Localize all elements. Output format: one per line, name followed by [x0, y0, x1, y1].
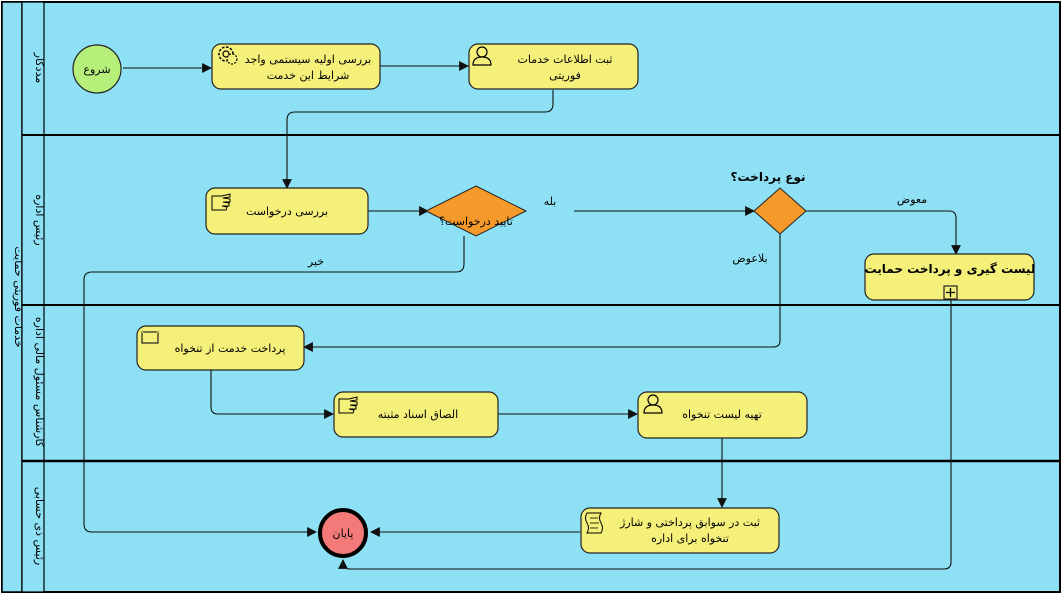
task-record-payment-history[interactable]: ثبت در سوابق پرداختی و شارژ تنخواه برای …: [580, 507, 780, 554]
task-record-payment-history-line1: ثبت در سوابق پرداختی و شارژ: [619, 516, 760, 530]
flow-label-yes: بله: [544, 195, 557, 208]
end-event[interactable]: پایان: [318, 508, 368, 558]
task-pay-from-petty-cash-label: پرداخت خدمت از تنخواه: [175, 342, 286, 355]
start-event-label: شروع: [83, 63, 110, 76]
task-register-info-line1: ثبت اطلاعات خدمات: [518, 53, 613, 66]
lane-label-4: رئیس ذی حسابی: [33, 487, 46, 565]
user-icon: [472, 46, 492, 66]
flow-label-paid: معوض: [897, 193, 927, 206]
task-initial-check-line2: شرایط این خدمت: [267, 69, 350, 82]
lane-header-column: [21, 1, 45, 593]
task-attach-documents-label: الصاق اسناد مثبته: [378, 408, 458, 421]
task-register-info-line2: فوریتی: [549, 69, 581, 82]
flow-label-no: خیر: [307, 255, 324, 268]
flow-g1-end: [83, 236, 465, 537]
flow-t5-t6: [210, 370, 334, 419]
task-list-and-pay[interactable]: لیست گیری و پرداخت حمایت: [864, 253, 1036, 301]
task-review-request-label: بررسی درخواست: [246, 205, 328, 218]
flow-g2-t5: [303, 234, 781, 352]
user-icon: [643, 394, 663, 414]
subprocess-plus-icon: [943, 285, 958, 300]
task-attach-documents[interactable]: الصاق اسناد مثبته: [333, 391, 499, 438]
manual-hand-icon: [211, 193, 231, 211]
flow-t2-t3: [282, 90, 554, 189]
flow-label-free: بلاعوض: [732, 252, 767, 265]
lane-label-3: کارشناس مسئول مالی اداره: [33, 317, 46, 448]
task-prepare-petty-cash-list-label: تهیه لیست تنخواه: [682, 408, 762, 421]
task-review-request[interactable]: بررسی درخواست: [205, 187, 369, 235]
task-record-payment-history-line2: تنخواه برای اداره: [651, 532, 729, 545]
start-event[interactable]: شروع: [72, 44, 122, 94]
task-pay-from-petty-cash[interactable]: پرداخت خدمت از تنخواه: [136, 325, 305, 371]
send-envelope-icon: [141, 331, 159, 344]
lane-label-1: مددکار: [33, 52, 46, 84]
gateway-payment-type[interactable]: نوع پرداخت؟: [731, 170, 807, 235]
gateway-approve-request[interactable]: تایید درخواست؟: [424, 185, 528, 237]
task-initial-check-line1: بررسی اولیه سیستمی واجد: [245, 53, 371, 66]
service-gear-icon: [218, 46, 238, 65]
task-list-and-pay-label: لیست گیری و پرداخت حمایت: [865, 262, 1036, 277]
flow-t4-end: [338, 300, 952, 570]
end-event-label: پایان: [333, 527, 354, 540]
gateway-approve-request-label: تایید درخواست؟: [439, 215, 513, 228]
task-prepare-petty-cash-list[interactable]: تهیه لیست تنخواه: [637, 391, 808, 439]
flow-g2-t4: [804, 210, 961, 255]
manual-hand-icon: [338, 396, 358, 414]
task-initial-check[interactable]: بررسی اولیه سیستمی واجد شرایط این خدمت: [211, 43, 381, 90]
gateway-payment-type-label: نوع پرداخت؟: [731, 170, 806, 185]
lane-label-2: رئیس اداره: [33, 194, 46, 245]
script-icon: [585, 512, 603, 534]
task-register-info[interactable]: ثبت اطلاعات خدمات فوریتی: [468, 43, 639, 90]
